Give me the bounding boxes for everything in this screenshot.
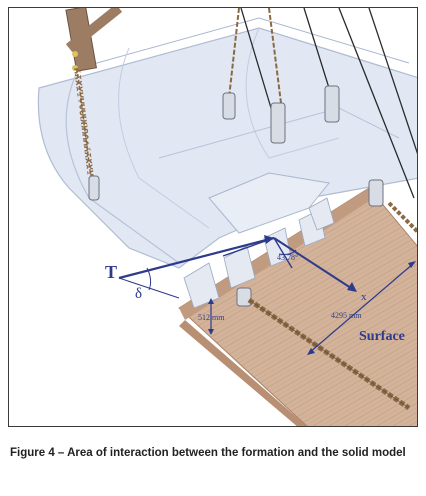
figure-frame: T δ 43.78° x 512 mm 4295 mm Surface: [8, 7, 418, 427]
angle-delta-label: δ: [135, 286, 142, 302]
rigging: [65, 8, 417, 411]
x-axis-label: x: [361, 291, 367, 303]
force-label: T: [105, 262, 117, 282]
height-dimension-label: 512 mm: [198, 313, 225, 322]
x-axis-line: [273, 237, 355, 291]
force-vector-line: [118, 236, 275, 280]
annotations: T δ 43.78° x 512 mm 4295 mm Surface: [105, 235, 416, 355]
figure-caption: Figure 4 – Area of interaction between t…: [10, 447, 406, 459]
bucket-body: [37, 17, 417, 309]
dragline-bucket-diagram: T δ 43.78° x 512 mm 4295 mm Surface: [37, 8, 417, 426]
length-dimension-line: [308, 262, 415, 354]
x-axis-arrow-head: [347, 282, 357, 292]
length-dimension-label: 4295 mm: [331, 311, 362, 320]
surface-label: Surface: [359, 329, 405, 344]
angle-value-label: 43.78°: [277, 253, 298, 262]
